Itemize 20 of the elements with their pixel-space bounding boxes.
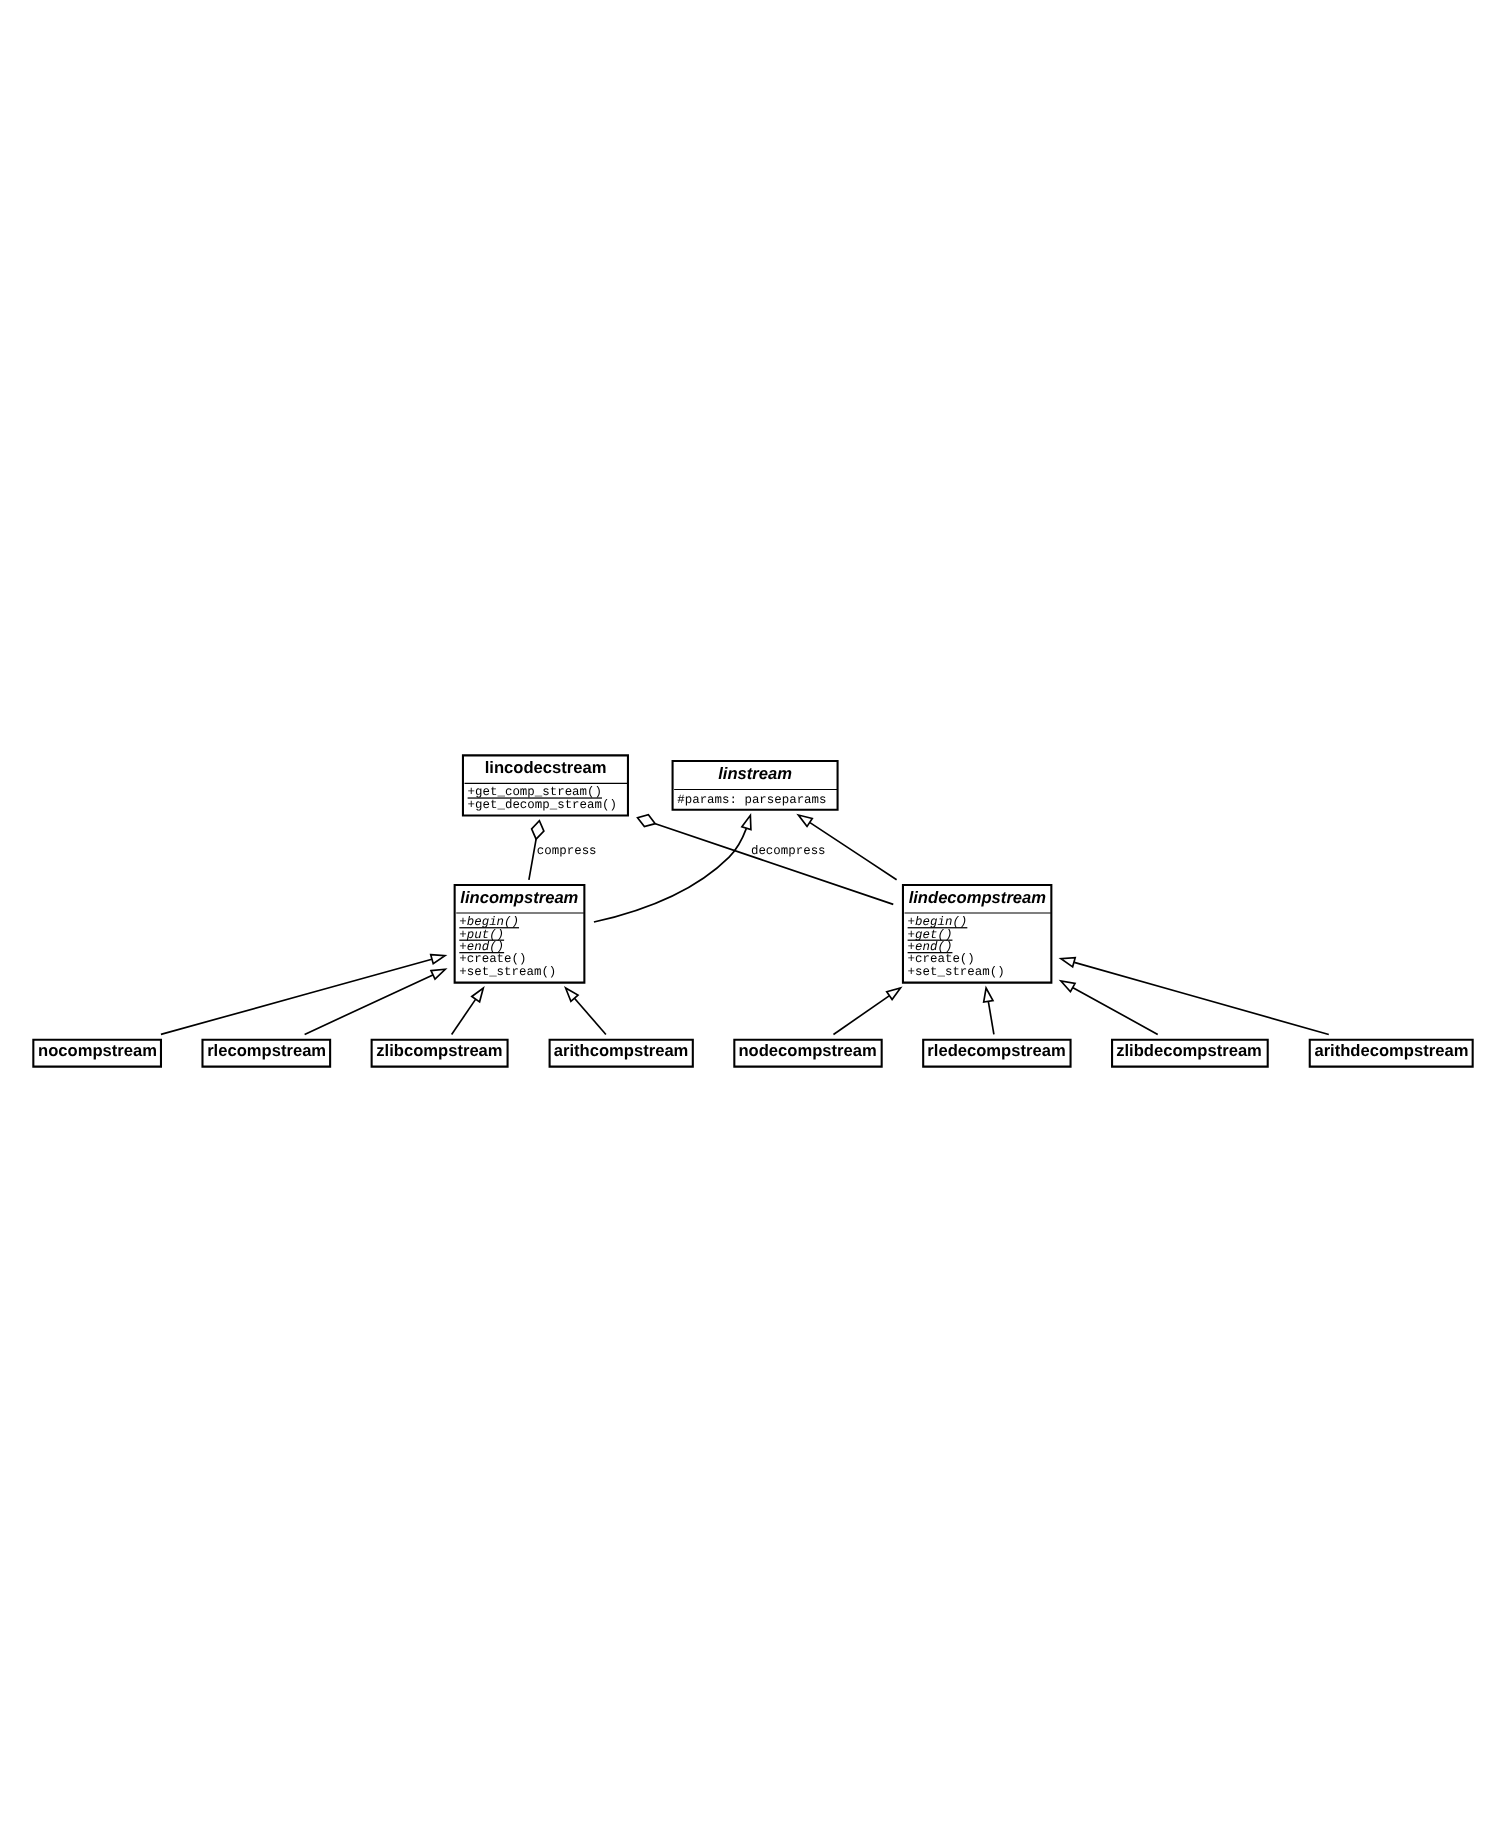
arrow [1058, 956, 1330, 1036]
node-box: rlecompstream [201, 1038, 332, 1068]
node-box: arithcompstream [548, 1038, 694, 1068]
arrow [982, 985, 995, 1036]
node-box: nocompstream [32, 1038, 162, 1068]
node-box: rledecompstream [922, 1038, 1072, 1068]
arrow [450, 985, 485, 1036]
arrow [832, 986, 903, 1036]
arrow [160, 953, 448, 1036]
node-box: zlibdecompstream [1111, 1038, 1269, 1068]
connector [636, 813, 895, 906]
arrow [593, 812, 752, 923]
node-box: arithdecompstream [1308, 1038, 1474, 1068]
arrow [303, 968, 448, 1036]
arrow [563, 986, 607, 1036]
node-box: zlibcompstream [370, 1038, 509, 1068]
connector [528, 819, 545, 881]
arrow [796, 813, 898, 881]
arrow [1058, 979, 1159, 1036]
node-box: nodecompstream [733, 1038, 883, 1068]
